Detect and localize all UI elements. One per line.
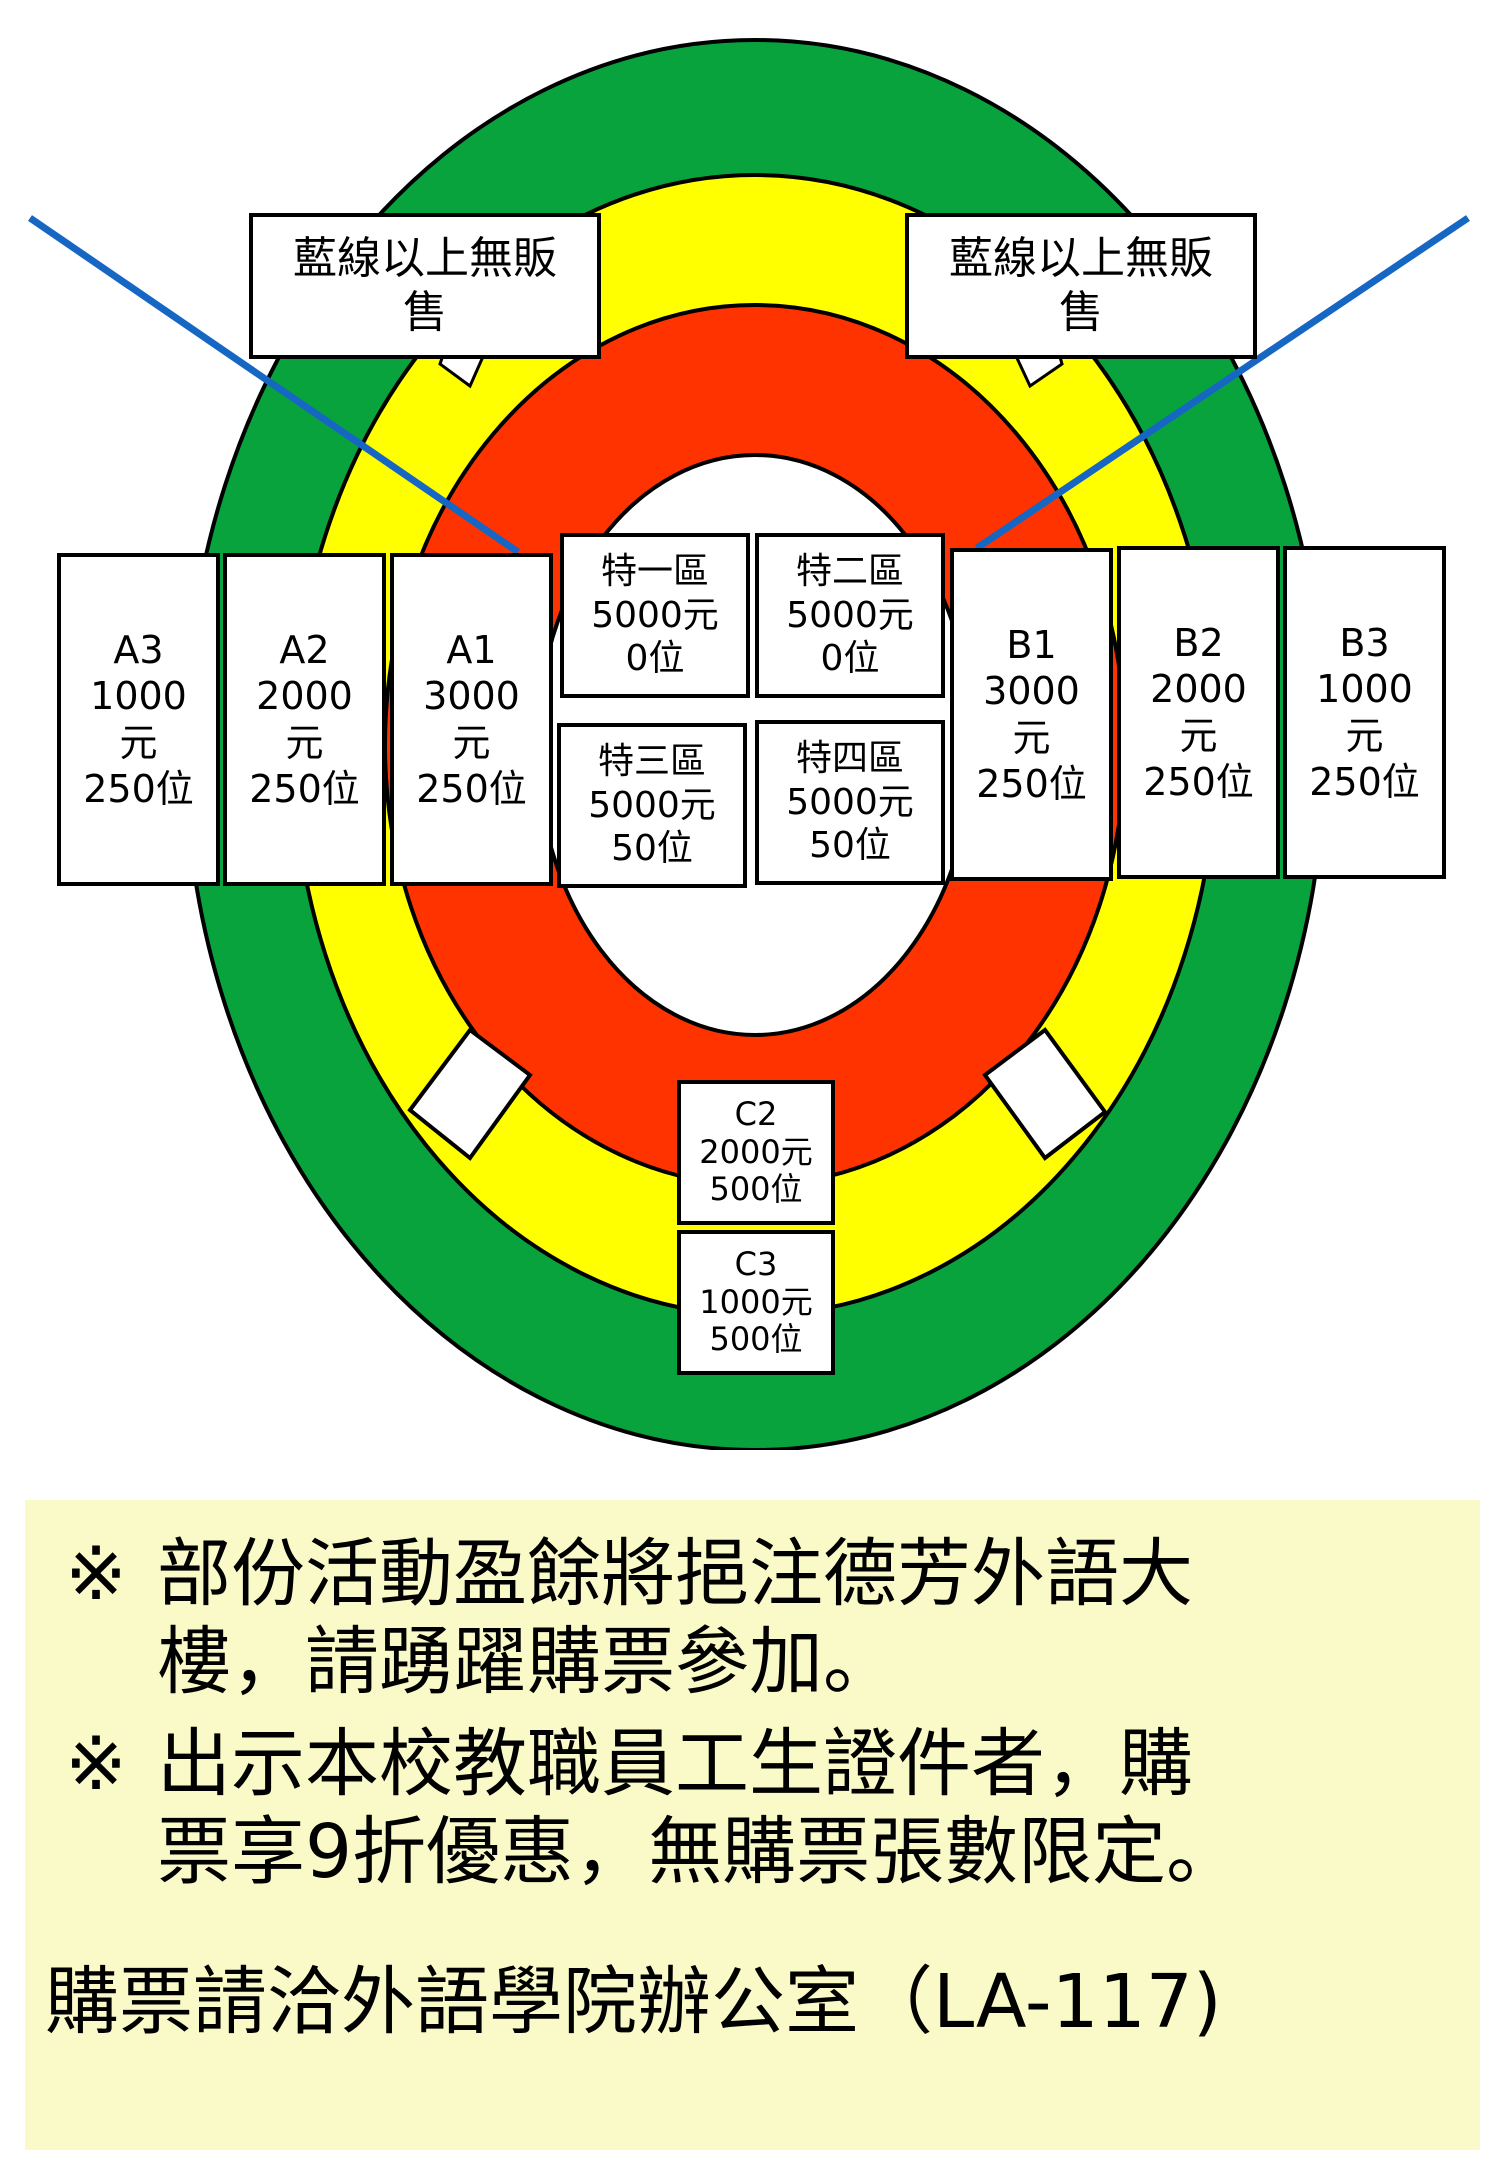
section-a1[interactable]: A1 3000 元 250位 — [390, 553, 553, 886]
info-bullet: ※ 出示本校教職員工生證件者，購 票享9折優惠，無購票張數限定。 — [65, 1720, 1480, 1896]
zone-price: 5000元 — [591, 594, 719, 636]
section-a2[interactable]: A2 2000 元 250位 — [223, 553, 386, 886]
special-zone-4[interactable]: 特四區 5000元 50位 — [755, 720, 945, 885]
section-price: 3000 — [423, 674, 520, 719]
section-price: 1000 — [1316, 667, 1413, 712]
section-price-unit: 元 — [285, 720, 324, 765]
section-seats: 250位 — [1143, 759, 1254, 804]
section-price-unit: 元 — [119, 720, 158, 765]
section-price-unit: 元 — [1345, 713, 1384, 758]
bullet-text: 部份活動盈餘將挹注德芳外語大 — [157, 1531, 1193, 1617]
reference-mark-icon: ※ — [65, 1721, 128, 1808]
section-seats: 250位 — [976, 761, 1087, 806]
no-sale-notice: 藍線以上無販 售 — [905, 213, 1257, 359]
zone-seats: 50位 — [809, 825, 891, 867]
purchase-location-text: 購票請洽外語學院辦公室（LA-117) — [45, 1959, 1222, 2046]
section-seats: 250位 — [249, 766, 360, 811]
bullet-text: 出示本校教職員工生證件者，購 — [157, 1721, 1193, 1808]
section-price-unit: 元 — [452, 720, 491, 765]
zone-seats: 50位 — [611, 828, 693, 870]
info-panel: ※ 部份活動盈餘將挹注德芳外語大 樓，請踴躍購票參加。 ※ 出示本校教職員工生證… — [25, 1500, 1480, 2150]
zone-name: 特二區 — [795, 550, 904, 592]
zone-price: 5000元 — [786, 594, 914, 636]
section-price: 1000元 — [699, 1282, 813, 1321]
section-seats: 250位 — [416, 766, 527, 811]
special-zone-1[interactable]: 特一區 5000元 0位 — [560, 533, 750, 698]
section-name: B1 — [1006, 622, 1057, 667]
section-price-unit: 元 — [1179, 713, 1218, 758]
zone-name: 特三區 — [597, 740, 706, 782]
section-name: A1 — [446, 627, 497, 672]
zone-price: 5000元 — [786, 781, 914, 823]
bullet-text: 樓，請踴躍購票參加。 — [157, 1619, 897, 1706]
special-zone-2[interactable]: 特二區 5000元 0位 — [755, 533, 945, 698]
section-c2[interactable]: C2 2000元 500位 — [677, 1080, 835, 1225]
zone-seats: 0位 — [625, 638, 685, 680]
section-name: B2 — [1173, 620, 1224, 665]
notice-text: 藍線以上無販 — [949, 233, 1213, 285]
info-bullet: ※ 部份活動盈餘將挹注德芳外語大 樓，請踴躍購票參加。 — [65, 1530, 1480, 1706]
section-name: C2 — [734, 1094, 778, 1133]
section-seats: 500位 — [709, 1320, 803, 1359]
bullet-text: 票享9折優惠，無購票張數限定。 — [157, 1809, 1241, 1896]
aisle-gap — [407, 1027, 533, 1161]
section-c3[interactable]: C3 1000元 500位 — [677, 1230, 835, 1375]
section-price: 2000元 — [699, 1132, 813, 1171]
section-b2[interactable]: B2 2000 元 250位 — [1117, 546, 1280, 879]
notice-text: 藍線以上無販 — [293, 233, 557, 285]
section-price: 2000 — [1150, 667, 1247, 712]
section-seats: 500位 — [709, 1170, 803, 1209]
no-sale-blue-line — [975, 215, 1470, 551]
aisle-gap — [982, 1027, 1108, 1161]
zone-name: 特一區 — [600, 550, 709, 592]
no-sale-notice: 藍線以上無販 售 — [249, 213, 601, 359]
section-name: C3 — [734, 1244, 778, 1283]
section-seats: 250位 — [83, 766, 194, 811]
special-zone-3[interactable]: 特三區 5000元 50位 — [557, 723, 747, 888]
zone-seats: 0位 — [820, 638, 880, 680]
no-sale-blue-line — [28, 215, 520, 555]
notice-text: 售 — [1059, 287, 1103, 338]
section-price: 2000 — [256, 674, 353, 719]
zone-price: 5000元 — [588, 784, 716, 826]
section-price-unit: 元 — [1012, 715, 1051, 760]
section-seats: 250位 — [1309, 759, 1420, 804]
section-a3[interactable]: A3 1000 元 250位 — [57, 553, 220, 886]
section-b1[interactable]: B1 3000 元 250位 — [950, 548, 1113, 881]
section-name: A3 — [113, 627, 164, 672]
notice-text: 售 — [403, 287, 447, 338]
section-price: 3000 — [983, 669, 1080, 714]
section-b3[interactable]: B3 1000 元 250位 — [1283, 546, 1446, 879]
reference-mark-icon: ※ — [65, 1531, 128, 1617]
zone-name: 特四區 — [795, 737, 904, 779]
section-name: B3 — [1339, 620, 1390, 665]
section-name: A2 — [279, 627, 330, 672]
section-price: 1000 — [90, 674, 187, 719]
